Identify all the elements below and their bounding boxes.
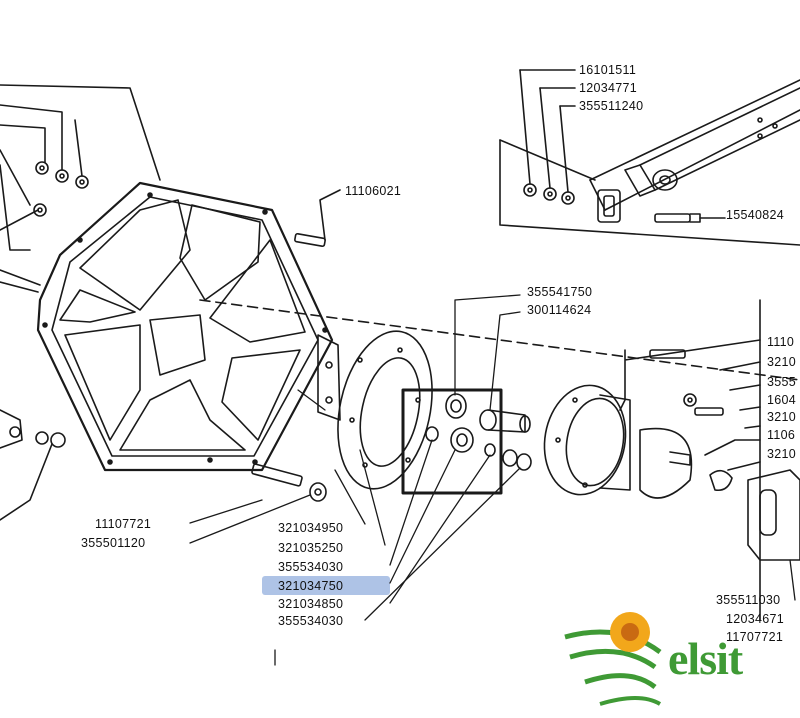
logo-text: elsit [668, 633, 743, 684]
part-label: 1106 [767, 428, 796, 442]
part-label: 321034950 [278, 521, 344, 535]
flange-right [543, 384, 693, 499]
bolt-top [294, 189, 341, 248]
bracket-plate [317, 334, 341, 421]
part-label: 3555 [767, 375, 797, 389]
part-label: 12034771 [579, 81, 638, 95]
part-label: 15540824 [726, 208, 785, 222]
bolt-bottom [251, 463, 327, 502]
part-label: 3210 [767, 447, 797, 461]
part-label: 11107721 [95, 517, 152, 531]
part-label: 11106021 [345, 184, 402, 198]
part-label: 355501120 [81, 536, 146, 550]
part-label: 11707721 [726, 630, 784, 644]
right-fasteners [619, 299, 800, 621]
hexagonal-frame [36, 181, 334, 472]
top-beam [499, 69, 800, 246]
flange-left [337, 330, 433, 490]
part-label: 355511240 [579, 99, 644, 113]
shaft-centerline [199, 299, 800, 381]
part-label-highlighted: 321034750 [278, 579, 344, 593]
left-fasteners [0, 84, 161, 521]
highlight-box [262, 576, 390, 595]
part-label: 355534030 [278, 560, 344, 574]
part-label: 16101511 [579, 63, 637, 77]
part-label: 12034671 [726, 612, 785, 626]
part-label: 321034850 [278, 597, 344, 611]
leader-lines [189, 294, 796, 666]
part-label: 355511030 [716, 593, 781, 607]
part-label: 1604 [767, 393, 797, 407]
bearing-box [401, 388, 532, 495]
part-label: 3210 [767, 410, 797, 424]
part-label: 321035250 [278, 541, 344, 555]
part-label: 355541750 [527, 285, 593, 299]
part-label: 1110 [767, 335, 795, 349]
part-label: 3210 [767, 355, 797, 369]
elsit-logo [564, 612, 662, 706]
part-label: 355534030 [278, 614, 344, 628]
sunflower-icon [564, 612, 662, 706]
part-label: 300114624 [527, 303, 592, 317]
